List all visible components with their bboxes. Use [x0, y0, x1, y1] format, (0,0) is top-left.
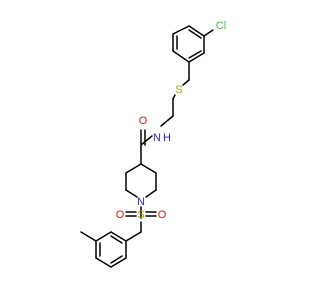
thioether-sulfur-atom: S: [175, 84, 182, 96]
sulfonyl-sulfur-atom: S: [137, 209, 144, 221]
bonds: [80, 25, 214, 268]
amide-nitrogen-atom: N: [153, 132, 161, 144]
bond: [95, 231, 112, 242]
piperidine-nitrogen-atom: N: [137, 196, 145, 208]
bond: [125, 163, 142, 174]
amide-hydrogen-atom: H: [163, 132, 171, 144]
bond: [188, 50, 202, 59]
bond: [110, 257, 127, 268]
bond: [145, 189, 157, 198]
bond: [125, 189, 138, 198]
bond: [80, 231, 97, 242]
sulfonyl-oxygen-left-atom: O: [116, 209, 125, 221]
bond: [140, 135, 153, 146]
molecule-structure: Cl S N H O N S O O: [80, 20, 226, 268]
bond: [125, 231, 142, 242]
bond: [188, 29, 202, 39]
bond: [182, 79, 190, 86]
bond: [110, 255, 123, 264]
bond: [110, 235, 123, 244]
bond: [110, 231, 127, 242]
carbonyl-oxygen-atom: O: [139, 115, 148, 127]
bond: [95, 257, 112, 268]
sulfonyl-oxygen-right-atom: O: [158, 209, 167, 221]
bond: [140, 163, 157, 174]
bond: [188, 52, 205, 63]
bond: [172, 25, 190, 35]
bond: [160, 115, 174, 127]
bond: [203, 29, 214, 37]
chlorine-atom: Cl: [216, 20, 226, 32]
bond: [172, 50, 190, 63]
atom-labels: Cl S N H O N S O O: [116, 20, 226, 221]
bond: [188, 25, 205, 37]
